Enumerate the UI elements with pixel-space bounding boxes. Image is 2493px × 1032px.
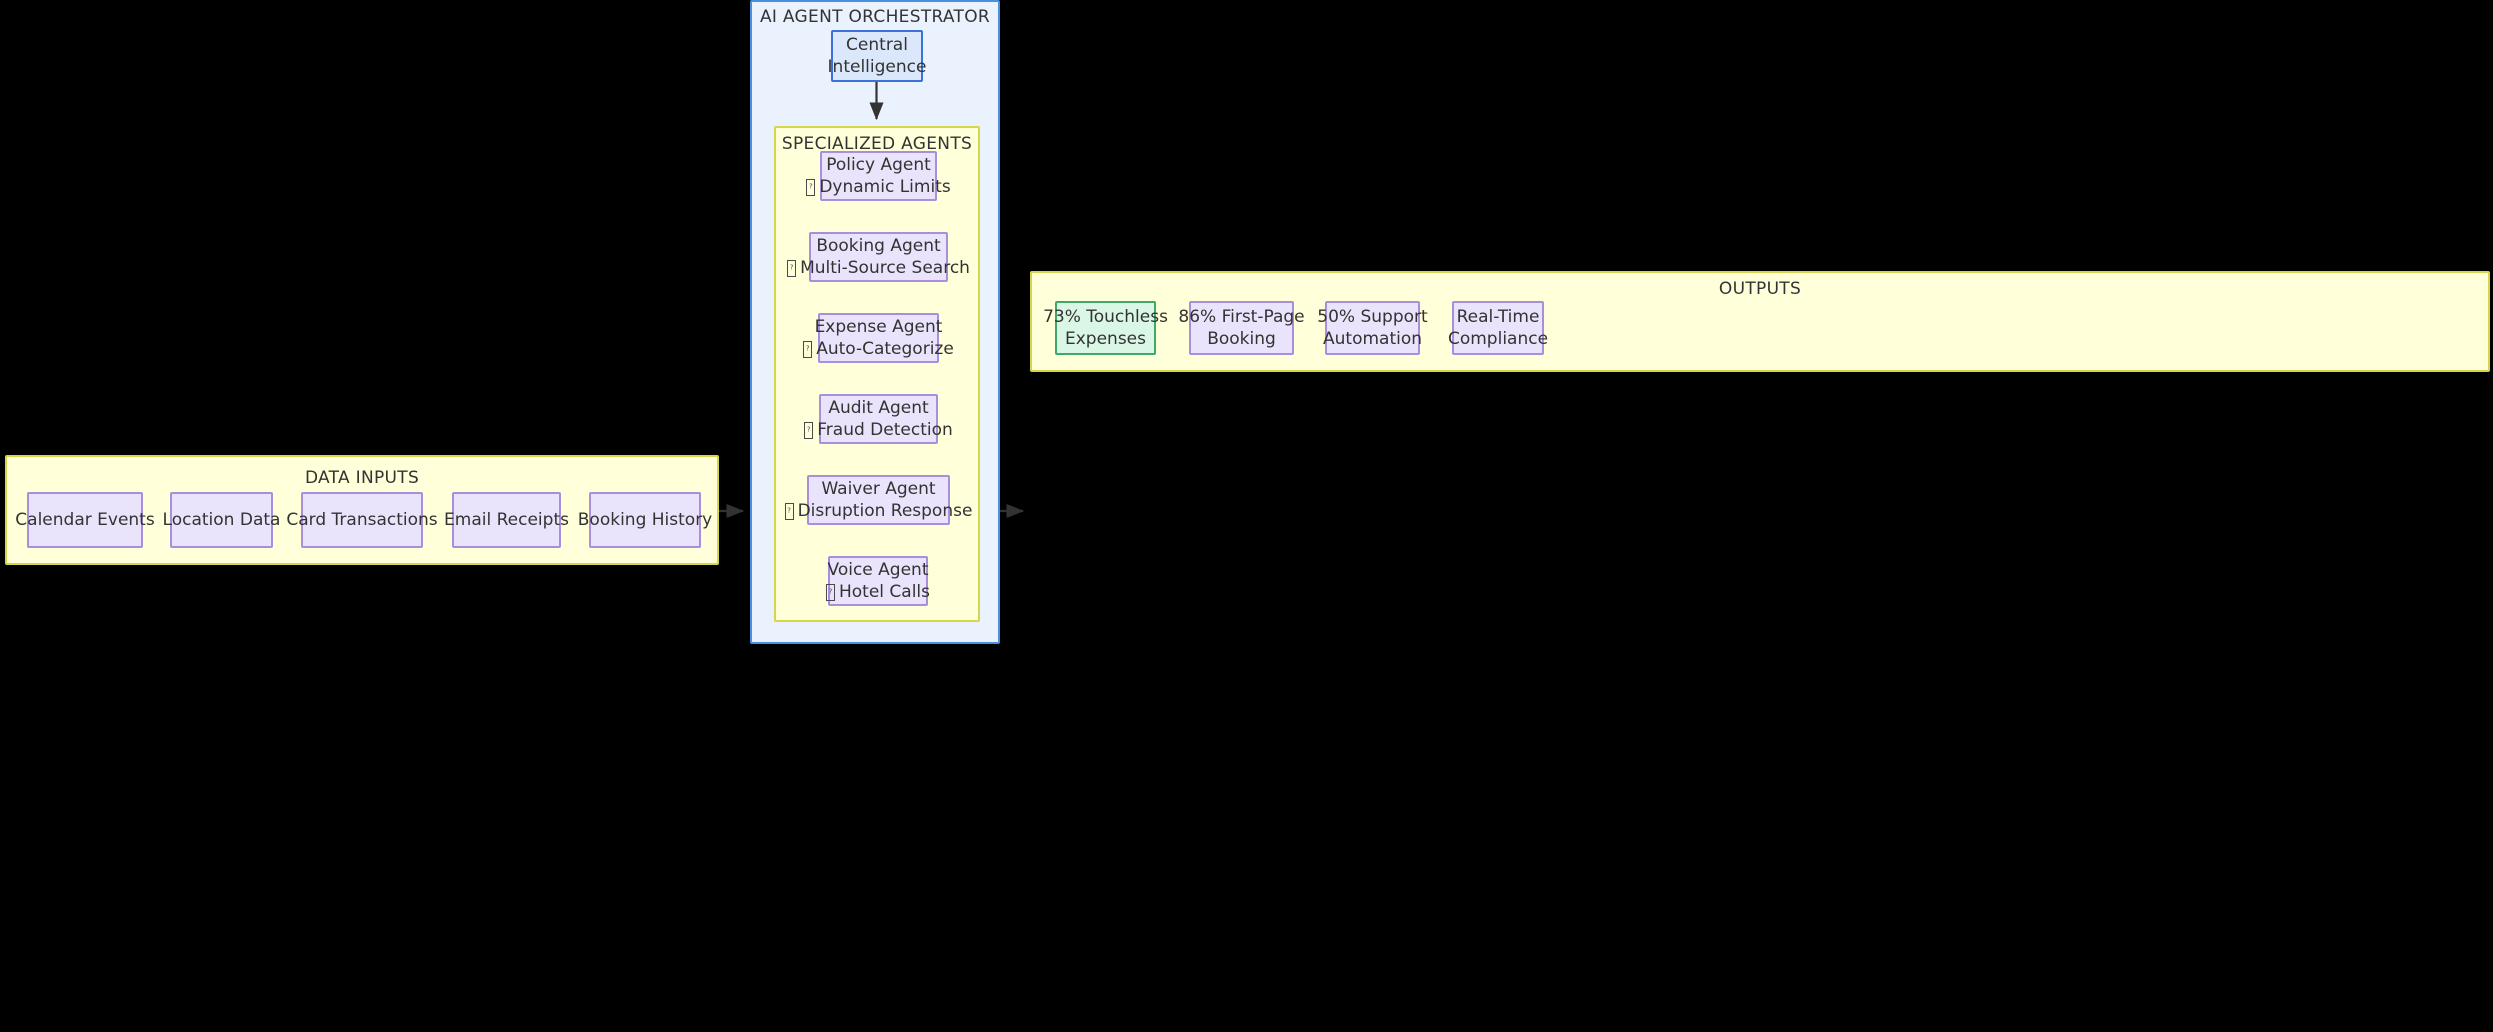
missing-glyph-icon: [804, 421, 814, 439]
node-output-first-page-booking[interactable]: 86% First-Page Booking: [1178, 301, 1305, 355]
node-label: Location Data: [162, 509, 281, 530]
output-line1: 50% Support: [1317, 306, 1428, 327]
node-label-line2: Intelligence: [827, 57, 927, 77]
output-line1: 86% First-Page: [1178, 306, 1305, 327]
missing-glyph-icon: [806, 178, 816, 196]
cluster-data-inputs-title: DATA INPUTS: [304, 468, 420, 488]
node-output-support-automation[interactable]: 50% Support Automation: [1317, 301, 1428, 355]
missing-glyph-icon: [787, 259, 797, 277]
node-agent-audit[interactable]: Audit Agent Fraud Detection: [804, 394, 953, 444]
agent-detail: Disruption Response: [797, 501, 973, 521]
arrow-orchestrator-to-outputs: [1000, 503, 1025, 519]
arrow-central-to-specialized: [869, 82, 884, 121]
node-output-touchless-expenses[interactable]: 73% Touchless Expenses: [1043, 301, 1168, 355]
agent-detail: Fraud Detection: [817, 420, 953, 440]
cluster-outputs-title: OUTPUTS: [1718, 279, 1802, 299]
cluster-orchestrator: AI AGENT ORCHESTRATOR Central Intelligen…: [750, 0, 1000, 644]
output-line2: Compliance: [1447, 329, 1549, 349]
missing-glyph-icon: [825, 583, 835, 601]
node-label: Card Transactions: [286, 509, 438, 530]
missing-glyph-icon: [803, 340, 813, 358]
agent-detail-row: Fraud Detection: [804, 419, 953, 441]
agent-name: Expense Agent: [814, 316, 943, 337]
node-output-realtime-compliance[interactable]: Real-Time Compliance: [1448, 301, 1548, 355]
cluster-specialized-agents: SPECIALIZED AGENTS Policy Agent Dynamic …: [774, 126, 980, 622]
cluster-specialized-agents-title: SPECIALIZED AGENTS: [781, 134, 973, 154]
node-label: Email Receipts: [444, 509, 569, 530]
node-card-transactions[interactable]: Card Transactions: [286, 492, 438, 548]
agent-name: Voice Agent: [827, 559, 929, 580]
agent-detail-row: Dynamic Limits: [806, 176, 951, 198]
agent-name: Booking Agent: [816, 235, 941, 256]
agent-detail: Auto-Categorize: [816, 339, 954, 359]
output-line2: Automation: [1323, 329, 1423, 349]
node-agent-waiver[interactable]: Waiver Agent Disruption Response: [784, 475, 972, 525]
cluster-orchestrator-title: AI AGENT ORCHESTRATOR: [759, 7, 991, 27]
agent-detail: Dynamic Limits: [819, 177, 951, 197]
node-label: Booking History: [577, 509, 713, 530]
node-booking-history[interactable]: Booking History: [578, 492, 712, 548]
arrow-inputs-to-orchestrator: [719, 503, 745, 519]
node-label: Calendar Events: [15, 509, 155, 530]
agent-detail-row: Disruption Response: [784, 500, 973, 522]
node-calendar-events[interactable]: Calendar Events: [15, 492, 155, 548]
output-line2: Expenses: [1065, 329, 1146, 349]
cluster-data-inputs: DATA INPUTS Calendar Events Location Dat…: [5, 455, 719, 565]
node-agent-voice[interactable]: Voice Agent Hotel Calls: [825, 556, 931, 606]
node-agent-policy[interactable]: Policy Agent Dynamic Limits: [806, 151, 951, 201]
node-agent-expense[interactable]: Expense Agent Auto-Categorize: [803, 313, 954, 363]
node-agent-booking[interactable]: Booking Agent Multi-Source Search: [787, 232, 970, 282]
node-central-intelligence[interactable]: Central Intelligence: [828, 30, 926, 82]
agent-detail-row: Multi-Source Search: [787, 257, 970, 279]
agent-detail: Multi-Source Search: [800, 258, 970, 278]
output-line2: Booking: [1207, 329, 1276, 349]
agent-name: Audit Agent: [828, 397, 929, 418]
agent-detail-row: Hotel Calls: [825, 581, 931, 603]
agent-name: Waiver Agent: [821, 478, 936, 499]
output-line1: Real-Time: [1456, 306, 1540, 327]
node-location-data[interactable]: Location Data: [163, 492, 280, 548]
output-line1: 73% Touchless: [1043, 306, 1168, 327]
agent-name: Policy Agent: [826, 154, 931, 175]
cluster-outputs: OUTPUTS 73% Touchless Expenses 86% First…: [1030, 271, 2490, 372]
agent-detail: Hotel Calls: [838, 582, 931, 602]
missing-glyph-icon: [784, 502, 794, 520]
node-label-line1: Central: [846, 34, 908, 55]
node-email-receipts[interactable]: Email Receipts: [444, 492, 569, 548]
agent-detail-row: Auto-Categorize: [803, 338, 954, 360]
